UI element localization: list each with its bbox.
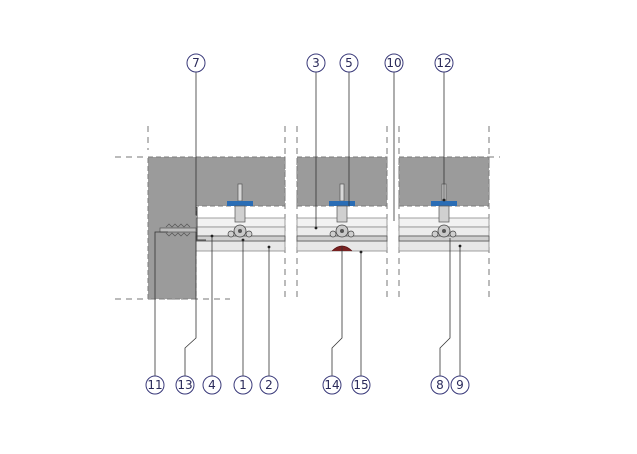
callout-14: 14 (322, 375, 342, 395)
svg-text:15: 15 (353, 378, 368, 392)
callout-3: 3 (306, 53, 326, 73)
callout-5: 5 (339, 53, 359, 73)
callout-8: 8 (430, 375, 450, 395)
svg-text:4: 4 (208, 378, 216, 392)
svg-text:11: 11 (147, 378, 162, 392)
callout-13: 13 (175, 375, 195, 395)
hanger-2 (329, 183, 355, 252)
board-bottom-left (195, 240, 286, 252)
svg-text:5: 5 (345, 56, 353, 70)
wall-anchor (159, 223, 197, 237)
callout-12: 12 (434, 53, 454, 73)
svg-text:7: 7 (192, 56, 200, 70)
callout-9: 9 (450, 375, 470, 395)
callout-4: 4 (202, 375, 222, 395)
svg-text:8: 8 (436, 378, 444, 392)
svg-text:12: 12 (436, 56, 451, 70)
leader-lines (154, 72, 461, 376)
svg-text:14: 14 (324, 378, 339, 392)
svg-text:13: 13 (177, 378, 192, 392)
svg-text:10: 10 (386, 56, 401, 70)
callout-15: 15 (351, 375, 371, 395)
board-bottom-right (398, 240, 490, 252)
callouts: 7 3 5 10 12 11 13 4 (145, 53, 470, 395)
callout-11: 11 (145, 375, 165, 395)
callout-2: 2 (259, 375, 279, 395)
svg-text:9: 9 (456, 378, 464, 392)
svg-text:2: 2 (265, 378, 273, 392)
callout-1: 1 (233, 375, 253, 395)
callout-7: 7 (186, 53, 206, 73)
svg-text:3: 3 (312, 56, 320, 70)
svg-text:1: 1 (239, 378, 247, 392)
edge-angle-profile (196, 207, 206, 241)
callout-10: 10 (384, 53, 404, 73)
hanger-1 (227, 183, 253, 238)
leader-dots (210, 198, 462, 254)
